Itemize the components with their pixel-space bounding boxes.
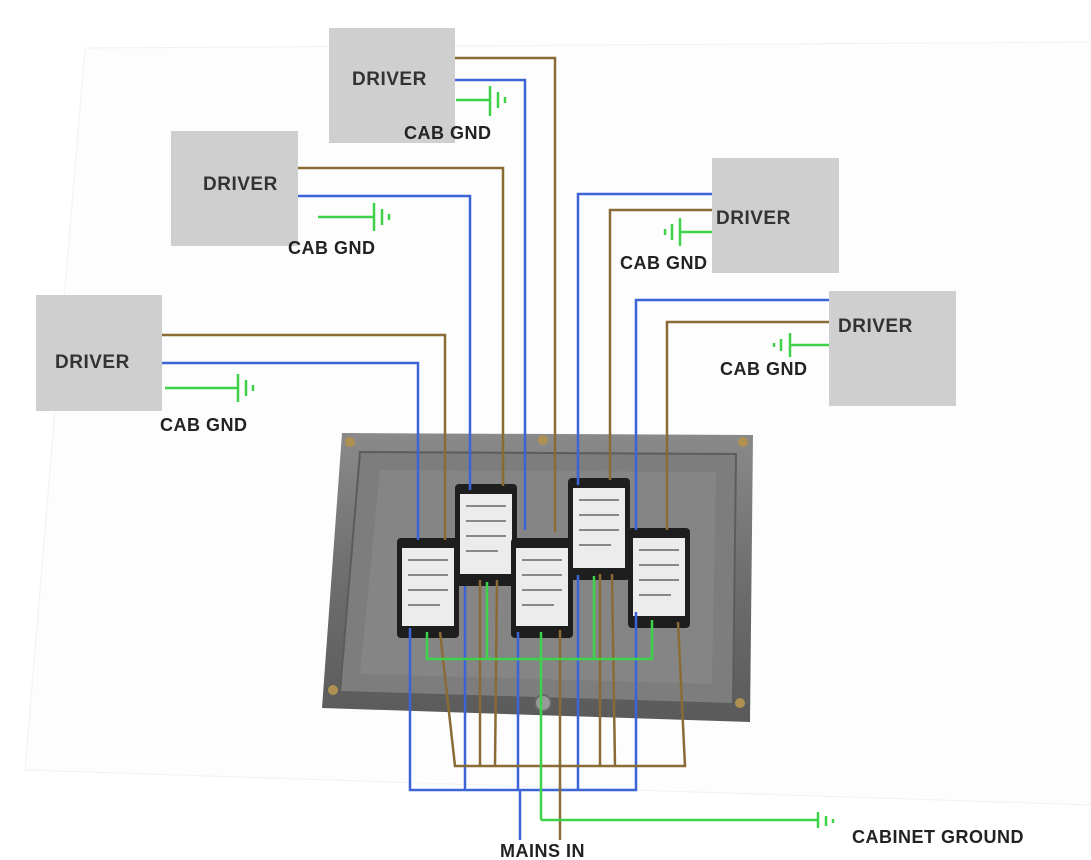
mounting-screw-icon (538, 435, 548, 445)
driver-label: DRIVER (203, 174, 278, 195)
ground-symbol-icon (456, 86, 507, 116)
mounting-screw-icon (735, 698, 745, 708)
live-wires (162, 56, 829, 840)
mounting-screw-icon (328, 685, 338, 695)
driver-label: DRIVER (716, 208, 791, 229)
driver-label: DRIVER (352, 69, 427, 90)
ground-symbol-icon (816, 812, 835, 828)
emi-filter-icon (397, 538, 459, 638)
cab-gnd-label: CAB GND (620, 253, 708, 273)
cab-gnd-label: CAB GND (288, 238, 376, 258)
ground-symbol-icon (318, 203, 391, 231)
emi-filter-icon (511, 538, 573, 638)
driver-box-1: DRIVER (329, 28, 455, 143)
ground-symbol-icon (663, 218, 712, 246)
driver-box-2: DRIVER (171, 131, 298, 246)
cab-gnd-label: CAB GND (160, 415, 248, 435)
ground-symbol-icon (165, 374, 255, 402)
cab-gnd-label: CAB GND (720, 359, 808, 379)
cab-gnd-label: CAB GND (404, 123, 492, 143)
driver-label: DRIVER (55, 352, 130, 373)
neutral-wires (162, 78, 829, 840)
cabinet-ground-label: CABINET GROUND (852, 827, 1024, 847)
mains-in-label: MAINS IN (500, 841, 585, 860)
driver-box-5: DRIVER (829, 291, 956, 406)
ground-symbol-icon (772, 333, 829, 357)
driver-label: DRIVER (838, 316, 913, 337)
mounting-screw-icon (534, 694, 552, 712)
ground-wires (425, 576, 818, 822)
emi-filter-icon (568, 478, 630, 580)
emi-filter-icon (455, 484, 517, 586)
emi-filter-icon (628, 528, 690, 628)
driver-box-3: DRIVER (36, 295, 162, 411)
mounting-screw-icon (345, 437, 355, 447)
driver-box-4: DRIVER (712, 158, 839, 273)
mounting-screw-icon (738, 437, 748, 447)
